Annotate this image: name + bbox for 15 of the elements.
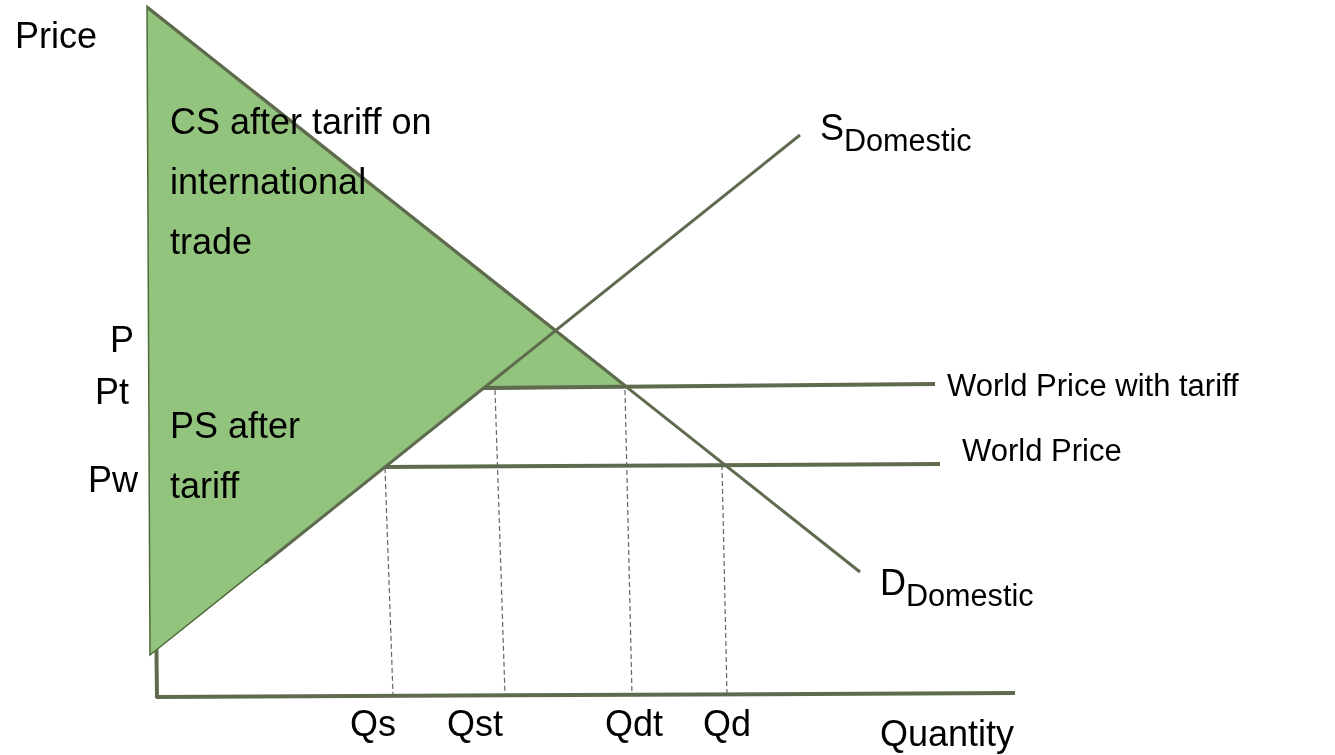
line-label: World Price with tariff <box>947 370 1239 401</box>
quantity-label: Qs <box>350 706 396 742</box>
curve-label: D$_{Domestic}$ <box>880 565 1034 611</box>
quantity-label: Qdt <box>605 706 664 742</box>
axis-label: Price <box>15 18 98 54</box>
area-label: CS after tariff on international trade <box>170 100 433 264</box>
axis-label: Quantity <box>880 716 1015 752</box>
quantity-label: Qd <box>703 706 752 742</box>
price-label: P <box>110 322 134 358</box>
curve-label: S$_{Domestic}$ <box>820 110 972 156</box>
quantity-label: Qst <box>447 706 503 742</box>
price-label: Pw <box>88 462 138 498</box>
area-label: PS after tariff <box>170 404 302 508</box>
price-label: Pt <box>95 374 129 410</box>
line-label: World Price <box>962 435 1122 466</box>
